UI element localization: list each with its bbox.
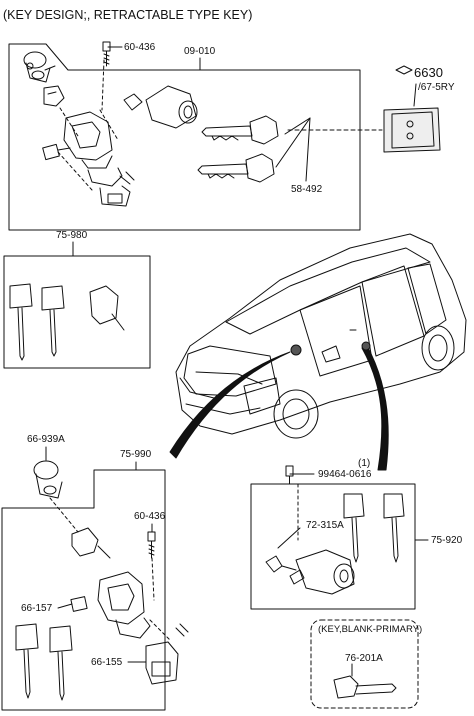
page-title: (KEY DESIGN;, RETRACTABLE TYPE KEY) [3,8,253,22]
cylinder-top [123,85,198,129]
label-note-1: (1) [358,458,371,469]
key-fob-6630 [383,65,441,153]
screw-60-436-top [102,41,111,67]
label-67-5ry: /67-5RY [418,82,455,93]
label-60-436-top: 60-436 [124,42,156,53]
label-72-315a: 72-315A [306,520,344,531]
label-60-436-bottom: 60-436 [134,511,166,522]
label-58-492: 58-492 [291,184,323,195]
label-75-920: 75-920 [431,535,463,546]
key-blank-76-201a [333,675,397,699]
door-cylinder-set [265,465,405,595]
box-key-blank [310,619,419,709]
leader-58-492 [305,117,311,182]
label-66-939a: 66-939A [27,434,65,445]
box-75-980 [3,255,151,369]
leader-66-157 [57,603,73,609]
vehicle-illustration [169,233,467,471]
keys-75-980 [9,283,125,361]
box-75-990 [1,469,166,711]
label-75-990: 75-990 [120,449,152,460]
label-key-blank-primary: (KEY,BLANK-PRIMARY) [318,624,423,635]
keys-58-492 [197,115,279,183]
arrow-to-door [361,343,389,471]
label-99464-0616: 99464-0616 [318,469,372,480]
arrow-to-ignition [169,351,291,459]
label-6630: 6630 [414,65,443,80]
steering-lock-assembly [23,51,135,207]
label-09-010: 09-010 [184,46,216,57]
box-75-920 [250,483,416,610]
box-09-010 [8,43,361,231]
leader-72-315a [277,527,301,549]
steering-lock-lower [15,460,189,701]
label-76-201a: 76-201A [345,653,383,664]
label-75-980: 75-980 [56,230,88,241]
label-66-157: 66-157 [21,603,53,614]
label-66-155: 66-155 [91,657,123,668]
